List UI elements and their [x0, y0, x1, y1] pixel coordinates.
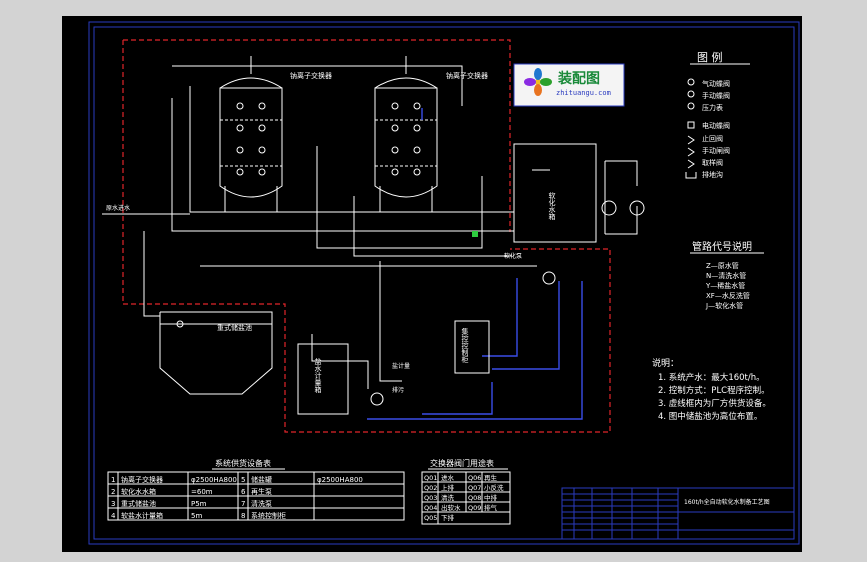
legend-item: 手动闸阀	[702, 146, 730, 155]
legend-item: 气动蝶阀	[702, 79, 730, 88]
legend-item: 压力表	[702, 103, 723, 112]
equipment-cell: 7	[241, 500, 245, 508]
equipment-table-row: 4 软盐水计量箱 5m 8 系统控制柜	[111, 511, 286, 520]
drawing-title: 160t/h全自动软化水制备工艺图	[684, 498, 770, 506]
valve-cell: Q07	[468, 484, 481, 492]
control-cabinet-label: 集控控制柜	[461, 327, 469, 364]
pipe-code-item: Y—稀盐水管	[705, 281, 745, 290]
title-block	[561, 487, 795, 540]
equipment-table-row: 3 重式储盐池 P5m 7 清洗泵	[111, 499, 272, 508]
equipment-cell: 1	[111, 476, 115, 484]
legend-item: 止回阀	[702, 134, 723, 143]
equipment-cell: 钠离子交换器	[121, 475, 163, 484]
equipment-cell: φ2500HA800	[317, 476, 363, 484]
valve-cell: 出软水	[441, 503, 461, 512]
drain-label: 排污	[392, 386, 404, 394]
equipment-cell: 再生泵	[251, 487, 272, 496]
raw-water-in-label: 原水进水	[106, 204, 130, 212]
control-cables	[367, 108, 583, 420]
valve-cell: Q02	[424, 484, 437, 492]
piping-network	[102, 65, 638, 389]
equipment-cell: 8	[241, 512, 245, 520]
equipment-table-title: 系统供货设备表	[215, 458, 271, 468]
legend-item: 排地沟	[702, 170, 723, 179]
salt-metering-tank	[297, 343, 349, 415]
pipe-code-item: Z—原水管	[706, 261, 739, 270]
drawing-sheet: 钠离子交换器 钠离子交换器 软化水箱	[62, 16, 802, 552]
valve-cell: Q09	[468, 504, 481, 512]
equipment-cell: φ2500HA800	[191, 476, 237, 484]
valve-cell: Q08	[468, 494, 481, 502]
brine-pool-label: 重式储盐池	[217, 323, 252, 332]
valve-cell: Q03	[424, 494, 437, 502]
outer-frame	[88, 21, 800, 545]
exchanger-1-label: 钠离子交换器	[290, 71, 332, 80]
equipment-cell: 6	[241, 488, 246, 496]
equipment-cell: 软化水水箱	[121, 487, 156, 496]
notes-title: 说明：	[652, 357, 679, 369]
legend-symbols	[685, 78, 697, 179]
control-cabinet	[454, 320, 490, 374]
equipment-cell: 2	[111, 488, 115, 496]
equipment-cell: 重式储盐池	[121, 499, 156, 508]
valve-cell: Q01	[424, 474, 437, 482]
valve-cell: Q04	[424, 504, 437, 512]
watermark-logo	[513, 63, 625, 107]
softened-water-tank	[513, 143, 597, 243]
valve-cell: 上排	[441, 483, 455, 492]
ion-exchanger-2	[374, 56, 438, 212]
watermark-url: zhituangu.com	[556, 89, 611, 97]
level-sensor-indicator	[472, 231, 478, 237]
equipment-table-row: 2 软化水水箱 =60m 6 再生泵	[111, 487, 272, 496]
equipment-cell: 5	[241, 476, 245, 484]
equipment-cell: 清洗泵	[251, 499, 272, 508]
valve-cell: Q06	[468, 474, 481, 482]
ion-exchanger-1	[219, 56, 283, 212]
legend-item: 手动蝶阀	[702, 91, 730, 100]
supplier-boundary-top	[123, 39, 511, 232]
valve-cell: 清洗	[441, 493, 455, 502]
equipment-cell: =60m	[191, 488, 213, 496]
valve-cell: 下排	[441, 513, 455, 522]
equipment-table-row: 1 钠离子交换器 φ2500HA800 5 储盐罐 φ2500HA800	[111, 475, 363, 484]
notes-line: 4. 图中储盐池为高位布置。	[658, 411, 762, 422]
valve-cell: 再生	[484, 473, 498, 482]
notes-line: 2. 控制方式：PLC程序控制。	[658, 385, 770, 396]
legend-item: 电动蝶阀	[702, 121, 730, 130]
softened-pump-label: 软化泵	[504, 252, 522, 260]
watermark-brand: 装配图	[558, 71, 600, 87]
equipment-cell: 软盐水计量箱	[121, 511, 163, 520]
valve-cell: 中排	[484, 493, 498, 502]
equipment-table-grid	[107, 471, 405, 521]
valve-cell: 进水	[441, 473, 455, 482]
legend-item: 取样阀	[702, 158, 723, 167]
equipment-cell: 系统控制柜	[251, 511, 286, 520]
valve-cell: 小反洗	[484, 483, 504, 492]
exchanger-2-label: 钠离子交换器	[446, 71, 488, 80]
brine-pool	[159, 311, 273, 395]
brine-pump-label: 盐计量	[392, 362, 410, 370]
cleaning-pumps	[370, 200, 645, 406]
equipment-cell: 3	[111, 500, 115, 508]
valve-cell: 排气	[484, 503, 498, 512]
pipe-code-item: XF—水反洗管	[706, 291, 750, 300]
salt-tank-label: 盐水计量箱	[314, 357, 322, 394]
valve-table-title: 交换器阀门用途表	[430, 458, 494, 468]
notes-line: 1. 系统产水：最大160t/h。	[658, 372, 765, 383]
drawing-canvas: 钠离子交换器 钠离子交换器 软化水箱	[88, 21, 800, 545]
legend-title: 图 例	[697, 50, 723, 64]
pipe-code-item: N—清洗水管	[706, 271, 746, 280]
inner-frame	[93, 26, 795, 540]
pipe-code-title: 管路代号说明	[692, 240, 752, 253]
equipment-cell: 5m	[191, 512, 202, 520]
equipment-cell: 储盐罐	[251, 475, 272, 484]
equipment-cell: 4	[111, 512, 116, 520]
valve-cell: Q05	[424, 514, 437, 522]
pipe-code-item: J—软化水管	[705, 301, 743, 310]
valve-table-grid	[421, 471, 511, 525]
supplier-boundary-bottom	[122, 40, 611, 433]
notes-line: 3. 虚线框内为厂方供货设备。	[658, 398, 771, 409]
tank-label: 软化水箱	[548, 191, 556, 221]
equipment-cell: P5m	[191, 500, 207, 508]
